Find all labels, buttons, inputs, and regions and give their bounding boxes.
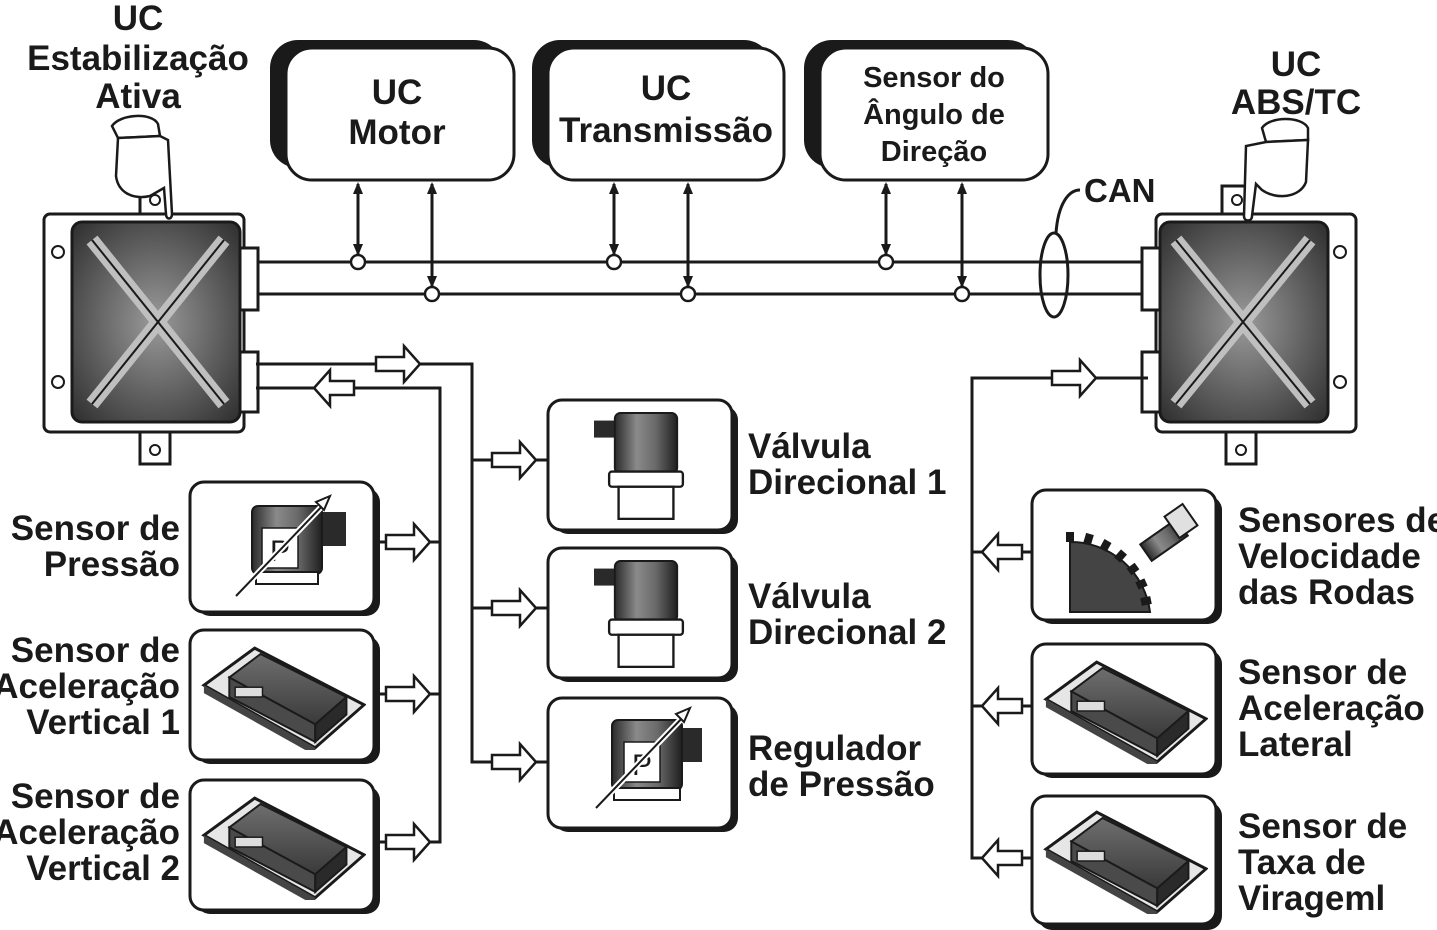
uc-transmissao-line-2: Transmissão [559,111,773,150]
valvula-1-box [546,398,738,534]
valvula-2-box [546,546,738,682]
uc-transmissao-line-1: UC [641,69,692,108]
sensor-accel-v2-box [188,778,380,914]
sensor-velocidade-rodas-box [1030,488,1222,624]
label-regulador-1: Regulador [748,729,921,768]
tap-angulo-low [953,182,971,303]
label-viragem-3: Virageml [1238,879,1385,918]
left-sensor-labels: Sensor de Pressão Sensor de Aceleração V… [0,509,180,888]
label-valvula2-2: Direcional 2 [748,613,946,652]
tap-angulo-high [877,182,895,271]
arrow-abs-in [1050,356,1098,400]
arrow-accel-v1-out [384,672,432,716]
label-valvula1-2: Direcional 1 [748,463,946,502]
arrow-esp-in [312,366,356,410]
label-accel-v2-2: Aceleração [0,813,180,852]
label-rodas-1: Sensores de [1238,501,1437,540]
label-lateral-2: Aceleração [1238,689,1425,728]
label-lateral-3: Lateral [1238,725,1353,764]
uc-motor-line-1: UC [372,73,423,112]
label-lateral-1: Sensor de [1238,653,1407,692]
label-rodas-3: das Rodas [1238,573,1415,612]
pointing-hand-icon-left [110,114,174,220]
arrow-pressure-out [384,520,432,564]
sensor-angulo-line-2: Ângulo de [863,97,1005,131]
bus-taps [349,182,971,303]
label-viragem-1: Sensor de [1238,807,1407,846]
sensor-accel-v1-box [188,628,380,764]
label-valvula2-1: Válvula [748,577,871,616]
abs-title: UC ABS/TC [1231,45,1361,122]
right-sensor-labels: Sensores de Velocidade das Rodas Sensor … [1238,501,1437,918]
label-valvula1-1: Válvula [748,427,871,466]
arrow-yaw-rate-out [980,836,1024,880]
arrow-accel-v2-out [384,820,432,864]
sensor-taxa-viragem-box [1030,794,1222,930]
label-accel-v2-1: Sensor de [11,777,180,816]
label-regulador-2: de Pressão [748,765,935,804]
label-accel-v1-3: Vertical 1 [26,703,180,742]
arrow-valve1-in [490,438,538,482]
sensor-angulo-line-1: Sensor do [863,62,1005,94]
abs-ecu-unit [1140,184,1358,466]
regulador-box: P [546,696,738,832]
tap-motor-low [423,182,441,303]
pressure-sensor-icon: P [233,494,346,599]
uc-transmissao-box: UC Transmissão [532,40,786,182]
wheel-speed-sensor-icon [1066,502,1199,613]
label-accel-v2-3: Vertical 2 [26,849,180,888]
esp-title-line-3: Ativa [95,77,181,116]
label-viragem-2: Taxa de [1238,843,1366,882]
abs-title-line-1: UC [1271,45,1322,84]
esp-title: UC Estabilização Ativa [27,0,249,116]
abs-wiring [970,356,1148,880]
esp-ecu-unit [42,184,260,466]
esp-title-line-1: UC [113,0,164,38]
arrow-regulator-in [490,740,538,784]
label-accel-v1-1: Sensor de [11,631,180,670]
sensor-angulo-line-3: Direção [881,136,987,168]
actuator-labels: Válvula Direcional 1 Válvula Direcional … [748,427,946,804]
arrow-accel-lateral-out [980,684,1024,728]
arrow-wheel-speed-out [980,530,1024,574]
label-pressao-2: Pressão [44,545,180,584]
esp-wiring [256,342,548,864]
pointing-hand-icon-right [1242,117,1310,222]
uc-motor-line-2: Motor [348,113,446,152]
sensor-pressao-box: P [188,480,380,616]
label-pressao-1: Sensor de [11,509,180,548]
label-rodas-2: Velocidade [1238,537,1421,576]
pressure-regulator-icon: P [593,706,702,811]
sensor-angulo-box: Sensor do Ângulo de Direção [804,40,1050,182]
esp-title-line-2: Estabilização [27,39,249,78]
can-label: CAN [1084,172,1156,209]
arrow-valve2-in [490,586,538,630]
sensor-accel-lateral-box [1030,642,1222,778]
label-accel-v1-2: Aceleração [0,667,180,706]
can-label-group: CAN [1038,172,1156,319]
tap-trans-low [679,182,697,303]
uc-motor-box: UC Motor [270,40,516,182]
arrow-esp-out [374,342,422,386]
tap-motor-high [349,182,367,271]
abs-title-line-2: ABS/TC [1231,83,1361,122]
tap-trans-high [605,182,623,271]
